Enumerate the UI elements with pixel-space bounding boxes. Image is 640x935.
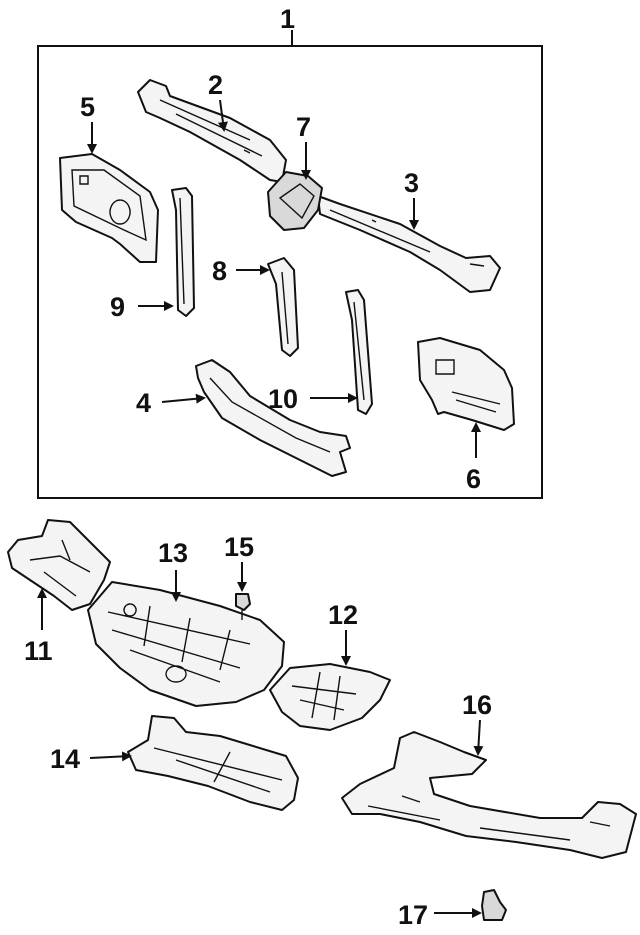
callout-6: 6 [466, 464, 481, 494]
callout-14: 14 [50, 744, 80, 774]
part-2-upper-tie-bar[interactable] [137, 79, 287, 183]
callout-3: 3 [404, 168, 419, 198]
callout-11: 11 [24, 636, 53, 666]
callout-2: 2 [208, 70, 223, 100]
leader-lines [37, 99, 484, 918]
part-7-latch-support[interactable] [267, 171, 323, 231]
assembly-group-box [37, 30, 543, 499]
callout-17: 17 [398, 900, 428, 930]
part-6-side-panel-right[interactable] [417, 337, 515, 431]
callout-12: 12 [328, 600, 358, 630]
callout-1: 1 [280, 4, 295, 34]
part-5-side-panel-left[interactable] [59, 153, 159, 263]
callout-16: 16 [462, 690, 492, 720]
part-11-deflector-left[interactable] [7, 519, 111, 611]
part-9-vertical-support[interactable] [171, 187, 195, 317]
part-4-lower-tie-bar[interactable] [195, 359, 351, 477]
callout-labels: 1 2 3 4 5 6 7 8 9 10 11 12 13 14 15 16 1… [24, 4, 492, 930]
part-8-vertical-support[interactable] [267, 257, 299, 357]
part-12-deflector-right[interactable] [269, 663, 391, 731]
callout-7: 7 [296, 112, 311, 142]
callout-13: 13 [158, 538, 188, 568]
part-13-air-deflector[interactable] [87, 581, 285, 707]
callout-10: 10 [268, 384, 298, 414]
callout-4: 4 [136, 388, 151, 418]
part-3-upper-tie-bar[interactable] [317, 195, 501, 293]
callout-15: 15 [224, 532, 254, 562]
part-10-vertical-support[interactable] [345, 289, 373, 415]
callout-8: 8 [212, 256, 227, 286]
callout-9: 9 [110, 292, 125, 322]
part-17-push-clip[interactable] [481, 889, 507, 921]
part-15-bolt[interactable] [235, 593, 251, 620]
callout-5: 5 [80, 92, 95, 122]
part-14-lower-deflector[interactable] [127, 715, 299, 811]
part-16-splash-shield[interactable] [341, 731, 637, 859]
